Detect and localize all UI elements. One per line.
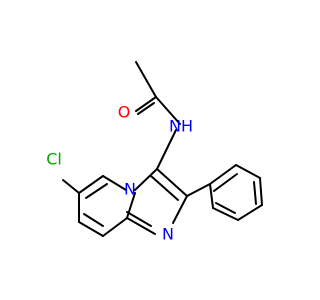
- bond-nimid-c8a: [126, 217, 156, 235]
- bond-c8-c8a: [102, 217, 128, 237]
- atom-label-amide-nitrogen: NH: [169, 117, 193, 136]
- bond-c5-c6: [78, 175, 104, 194]
- atom-label-chlorine: Cl: [46, 150, 62, 169]
- bond-carbonyl-n: [155, 96, 181, 125]
- bond-c7-c8: [78, 221, 104, 237]
- atom-label-oxygen: O: [118, 103, 131, 122]
- molecule-diagram: O NH N N Cl: [46, 61, 263, 244]
- bond-ph-6: [209, 183, 214, 209]
- bond-carbonyl-o-2: [137, 102, 155, 115]
- bond-ph-3-double: [253, 181, 257, 205]
- bond-nbridge-c5: [102, 175, 127, 191]
- bond-ph-3: [259, 177, 263, 206]
- bond-c2-ph: [186, 183, 211, 197]
- bond-methyl-carbonyl: [135, 61, 157, 98]
- bond-ph-5: [212, 207, 239, 221]
- bond-ph-4: [237, 204, 263, 221]
- bond-ph-1-double: [213, 173, 238, 192]
- bond-c3-c2: [156, 168, 188, 197]
- bond-c6-cl: [62, 179, 80, 194]
- atom-label-imidazole-nitrogen: N: [162, 225, 174, 244]
- bond-ph-1: [209, 164, 237, 185]
- bond-c5-c6-double: [85, 183, 108, 199]
- bond-c3-c2-double: [150, 175, 179, 201]
- atom-label-bridge-nitrogen: N: [124, 180, 136, 199]
- bond-nimid-c8a-double: [126, 211, 152, 227]
- bond-c8a-nbridge: [126, 192, 136, 219]
- bond-c2-nimid: [172, 195, 188, 224]
- bond-ph-5-double: [215, 202, 236, 214]
- bond-c3-nbridge: [134, 168, 158, 191]
- bond-carbonyl-o-1: [135, 96, 157, 112]
- bond-c7-c8-double: [83, 213, 104, 227]
- molecule-svg: O NH N N Cl: [46, 61, 263, 244]
- bond-ph-2: [235, 164, 261, 179]
- bond-n-c3: [156, 129, 177, 170]
